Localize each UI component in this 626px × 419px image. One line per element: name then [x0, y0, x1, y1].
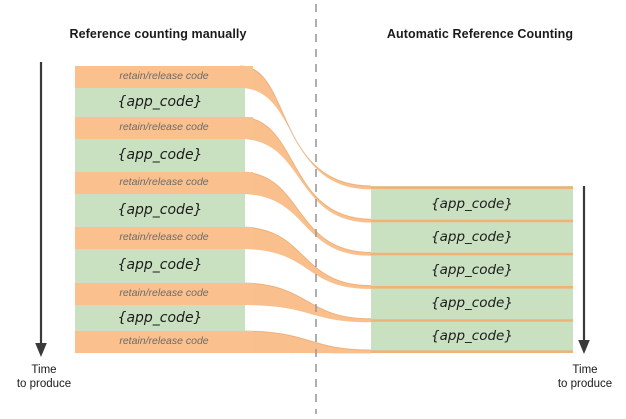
right-time-axis-arrow [578, 186, 590, 354]
ribbon-1 [240, 66, 371, 190]
right-axis-caption-line2: to produce [557, 378, 613, 390]
left-band-retain-2 [75, 117, 253, 139]
left-band-app-1 [75, 88, 245, 117]
left-axis-caption-line1: Time [31, 364, 57, 376]
ribbon-edge-5 [239, 282, 372, 320]
left-axis-caption: Time to produce [17, 363, 71, 391]
ribbon-edge-1 [239, 65, 372, 187]
left-column-title: Reference counting manually [69, 27, 247, 41]
left-band-retain-4 [75, 227, 253, 249]
left-band-retain-1 [75, 66, 253, 88]
right-axis-caption: Time to produce [558, 363, 612, 391]
left-band-app-3 [75, 194, 245, 227]
ribbon-edge-2 [239, 116, 372, 220]
left-band-app-5 [75, 305, 245, 331]
left-band-retain-3 [75, 172, 253, 194]
right-column-title: Automatic Reference Counting [386, 27, 574, 41]
ribbon-edge-3 [239, 171, 372, 253]
ribbon-edge-6 [239, 330, 372, 351]
ribbon-2 [240, 117, 371, 223]
left-axis-caption-line2: to produce [16, 378, 72, 390]
right-column-bands [371, 186, 573, 354]
connector-ribbons [239, 65, 372, 354]
left-time-axis-arrow [35, 62, 47, 357]
ribbon-6 [240, 331, 371, 354]
left-band-retain-6 [75, 331, 253, 353]
left-band-app-4 [75, 249, 245, 283]
right-column-block [371, 186, 573, 353]
ribbon-3 [240, 172, 371, 256]
left-band-app-2 [75, 139, 245, 172]
ribbon-edge-4 [239, 226, 372, 287]
ribbon-4 [240, 227, 371, 289]
left-band-retain-5 [75, 283, 253, 305]
ribbon-5 [240, 283, 371, 323]
right-axis-caption-line1: Time [572, 364, 598, 376]
left-column-bands [75, 66, 253, 353]
